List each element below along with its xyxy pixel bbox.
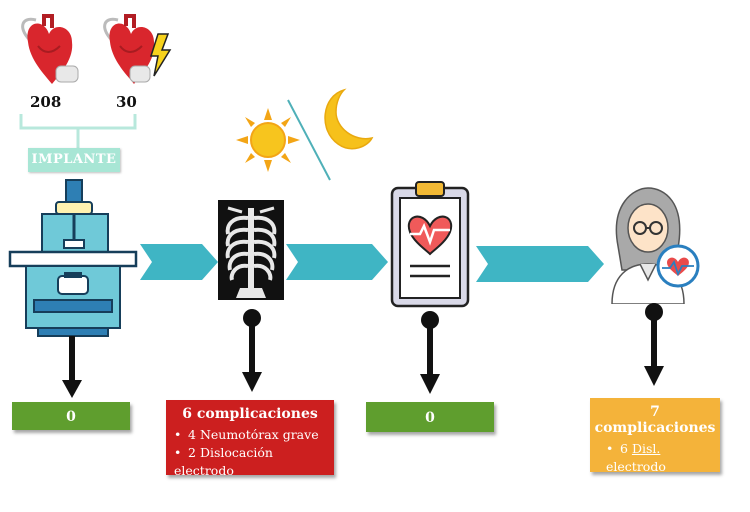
implant-label: IMPLANTE bbox=[28, 148, 120, 172]
stage4-item-1: •6 Disl. electrodo bbox=[606, 441, 666, 474]
pin-arrow-3 bbox=[420, 311, 440, 394]
doctor-icon bbox=[611, 187, 700, 304]
stage3-box: 0 complicaciones bbox=[366, 402, 494, 457]
sun-icon bbox=[236, 108, 300, 172]
chest-xray-icon bbox=[218, 200, 284, 300]
stage2-item-1: •4 Neumotórax grave bbox=[174, 427, 319, 442]
arrow-2 bbox=[286, 244, 388, 280]
stage4-box: 7 complicaciones •6 Disl. electrodo •1 I… bbox=[590, 398, 720, 510]
group-bracket bbox=[19, 114, 137, 148]
down-arrow-1 bbox=[62, 336, 82, 398]
arrow-3 bbox=[476, 246, 604, 282]
pin-arrow-4 bbox=[644, 303, 664, 386]
normal-count: 208 bbox=[30, 93, 62, 111]
arrow-1 bbox=[140, 244, 218, 280]
stage4-title: 7 complicaciones bbox=[594, 404, 716, 436]
divider-line bbox=[287, 99, 331, 181]
stage1-box: 0 complicaciones bbox=[12, 402, 133, 454]
stage2-item-2: •2 Dislocación electrodo bbox=[174, 445, 273, 478]
moon-icon bbox=[324, 88, 374, 150]
heart-defibrillator-icon bbox=[103, 14, 172, 84]
stage3-title: 0 complicaciones bbox=[369, 410, 491, 457]
stage2-box: 6 complicaciones •4 Neumotórax grave •2 … bbox=[166, 400, 334, 478]
stage4-item-2: •1 Inf. de bolsillo bbox=[606, 477, 673, 510]
shock-count: 30 bbox=[116, 93, 137, 111]
stage2-title: 6 complicaciones bbox=[182, 406, 318, 422]
medical-report-icon bbox=[390, 181, 470, 308]
operating-room-icon bbox=[8, 179, 138, 337]
heart-pacemaker-icon bbox=[21, 14, 79, 84]
pin-arrow-2 bbox=[242, 309, 262, 392]
stage1-title: 0 complicaciones bbox=[12, 409, 133, 454]
